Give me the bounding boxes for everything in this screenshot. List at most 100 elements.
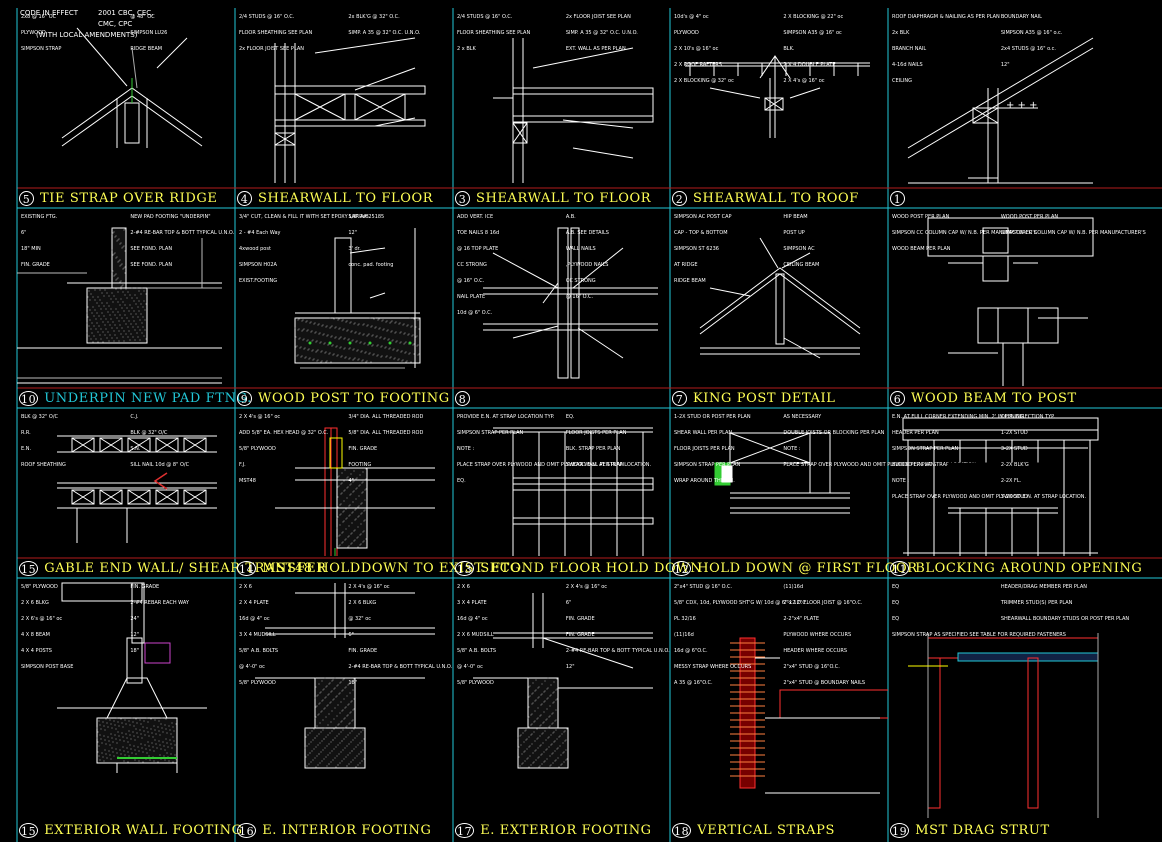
concrete-hatch [347, 546, 349, 548]
concrete-hatch [130, 323, 132, 325]
concrete-hatch [345, 321, 347, 323]
detail-note: SEE FOND. PLAN [130, 262, 173, 268]
concrete-hatch [537, 737, 539, 739]
detail-title-label: SHEARWALL TO FLOOR [476, 190, 652, 206]
concrete-hatch [342, 531, 344, 533]
concrete-hatch [140, 303, 142, 305]
concrete-hatch [152, 746, 154, 748]
concrete-hatch [98, 745, 100, 747]
concrete-hatch [123, 310, 125, 312]
concrete-hatch [303, 348, 305, 350]
concrete-hatch [343, 698, 345, 700]
concrete-hatch [384, 337, 386, 339]
concrete-hatch [524, 750, 526, 752]
detail-note: EQ. [565, 414, 575, 420]
concrete-hatch [374, 317, 376, 319]
detail-note: 5/8" PLYWOOD [21, 584, 58, 590]
drawing-shape [779, 689, 888, 719]
concrete-hatch [361, 482, 363, 484]
concrete-hatch [365, 478, 367, 480]
detail-note: 2 X BLOCKING @ 32" oc [674, 78, 734, 84]
concrete-hatch [385, 321, 387, 323]
concrete-hatch [390, 321, 392, 323]
concrete-hatch [337, 724, 339, 726]
concrete-hatch [122, 726, 124, 728]
detail-note: ADD 5/8" EA. HEX HEAD @ 32" O.C. [239, 430, 329, 436]
concrete-hatch [339, 524, 341, 526]
concrete-hatch [153, 725, 155, 727]
concrete-hatch [541, 683, 543, 685]
concrete-hatch [127, 751, 129, 753]
concrete-hatch [549, 725, 551, 727]
detail-note: EXISTING FTG. [21, 214, 58, 220]
concrete-hatch [321, 740, 323, 742]
concrete-hatch [375, 326, 377, 328]
concrete-hatch [517, 737, 519, 739]
concrete-hatch [362, 471, 364, 473]
detail-note: RIDGE BEAM [130, 46, 163, 52]
concrete-hatch [135, 313, 137, 315]
concrete-hatch [566, 728, 568, 730]
concrete-hatch [343, 510, 345, 512]
concrete-hatch [126, 747, 128, 749]
concrete-hatch [137, 306, 139, 308]
concrete-hatch [563, 731, 565, 733]
concrete-hatch [335, 746, 337, 748]
concrete-hatch [375, 336, 377, 338]
code-line-4: (WITH LOCAL AMENDMENTS) [36, 31, 138, 39]
detail-note: SIMPSON STRAP AS SPECIFIED SEE TABLE FOR… [892, 632, 1066, 638]
concrete-hatch [520, 744, 522, 746]
concrete-hatch [539, 745, 541, 747]
concrete-hatch [396, 340, 398, 342]
concrete-hatch [370, 361, 372, 363]
concrete-hatch [364, 499, 366, 501]
concrete-hatch [408, 353, 410, 355]
concrete-hatch [378, 318, 380, 320]
concrete-hatch [380, 356, 382, 358]
concrete-hatch [552, 752, 554, 754]
concrete-hatch [351, 512, 353, 514]
concrete-hatch [134, 329, 136, 331]
drawing-line [709, 287, 751, 297]
concrete-hatch [522, 762, 524, 764]
concrete-hatch [339, 504, 341, 506]
concrete-hatch [350, 761, 352, 763]
concrete-hatch [125, 323, 127, 325]
drawing-line [71, 437, 95, 453]
concrete-hatch [373, 318, 375, 320]
concrete-hatch [88, 290, 90, 292]
concrete-hatch [314, 737, 316, 739]
concrete-hatch [326, 705, 328, 707]
concrete-hatch [352, 339, 354, 341]
concrete-hatch [340, 503, 342, 505]
detail-note: EQ. [457, 478, 466, 484]
concrete-hatch [344, 707, 346, 709]
concrete-hatch [138, 290, 140, 292]
concrete-hatch [526, 758, 528, 760]
concrete-hatch [138, 310, 140, 312]
concrete-hatch [355, 518, 357, 520]
concrete-hatch [334, 757, 336, 759]
concrete-hatch [323, 758, 325, 760]
concrete-hatch [97, 741, 99, 743]
concrete-hatch [164, 724, 166, 726]
concrete-hatch [144, 319, 146, 321]
concrete-hatch [124, 754, 126, 756]
concrete-hatch [346, 477, 348, 479]
concrete-hatch [126, 297, 128, 299]
concrete-hatch [363, 510, 365, 512]
concrete-hatch [337, 354, 339, 356]
concrete-hatch [106, 722, 108, 724]
concrete-hatch [310, 321, 312, 323]
concrete-hatch [324, 707, 326, 709]
concrete-hatch [551, 753, 553, 755]
concrete-hatch [395, 341, 397, 343]
concrete-hatch [126, 737, 128, 739]
concrete-hatch [561, 733, 563, 735]
concrete-hatch [328, 713, 330, 715]
concrete-hatch [523, 741, 525, 743]
